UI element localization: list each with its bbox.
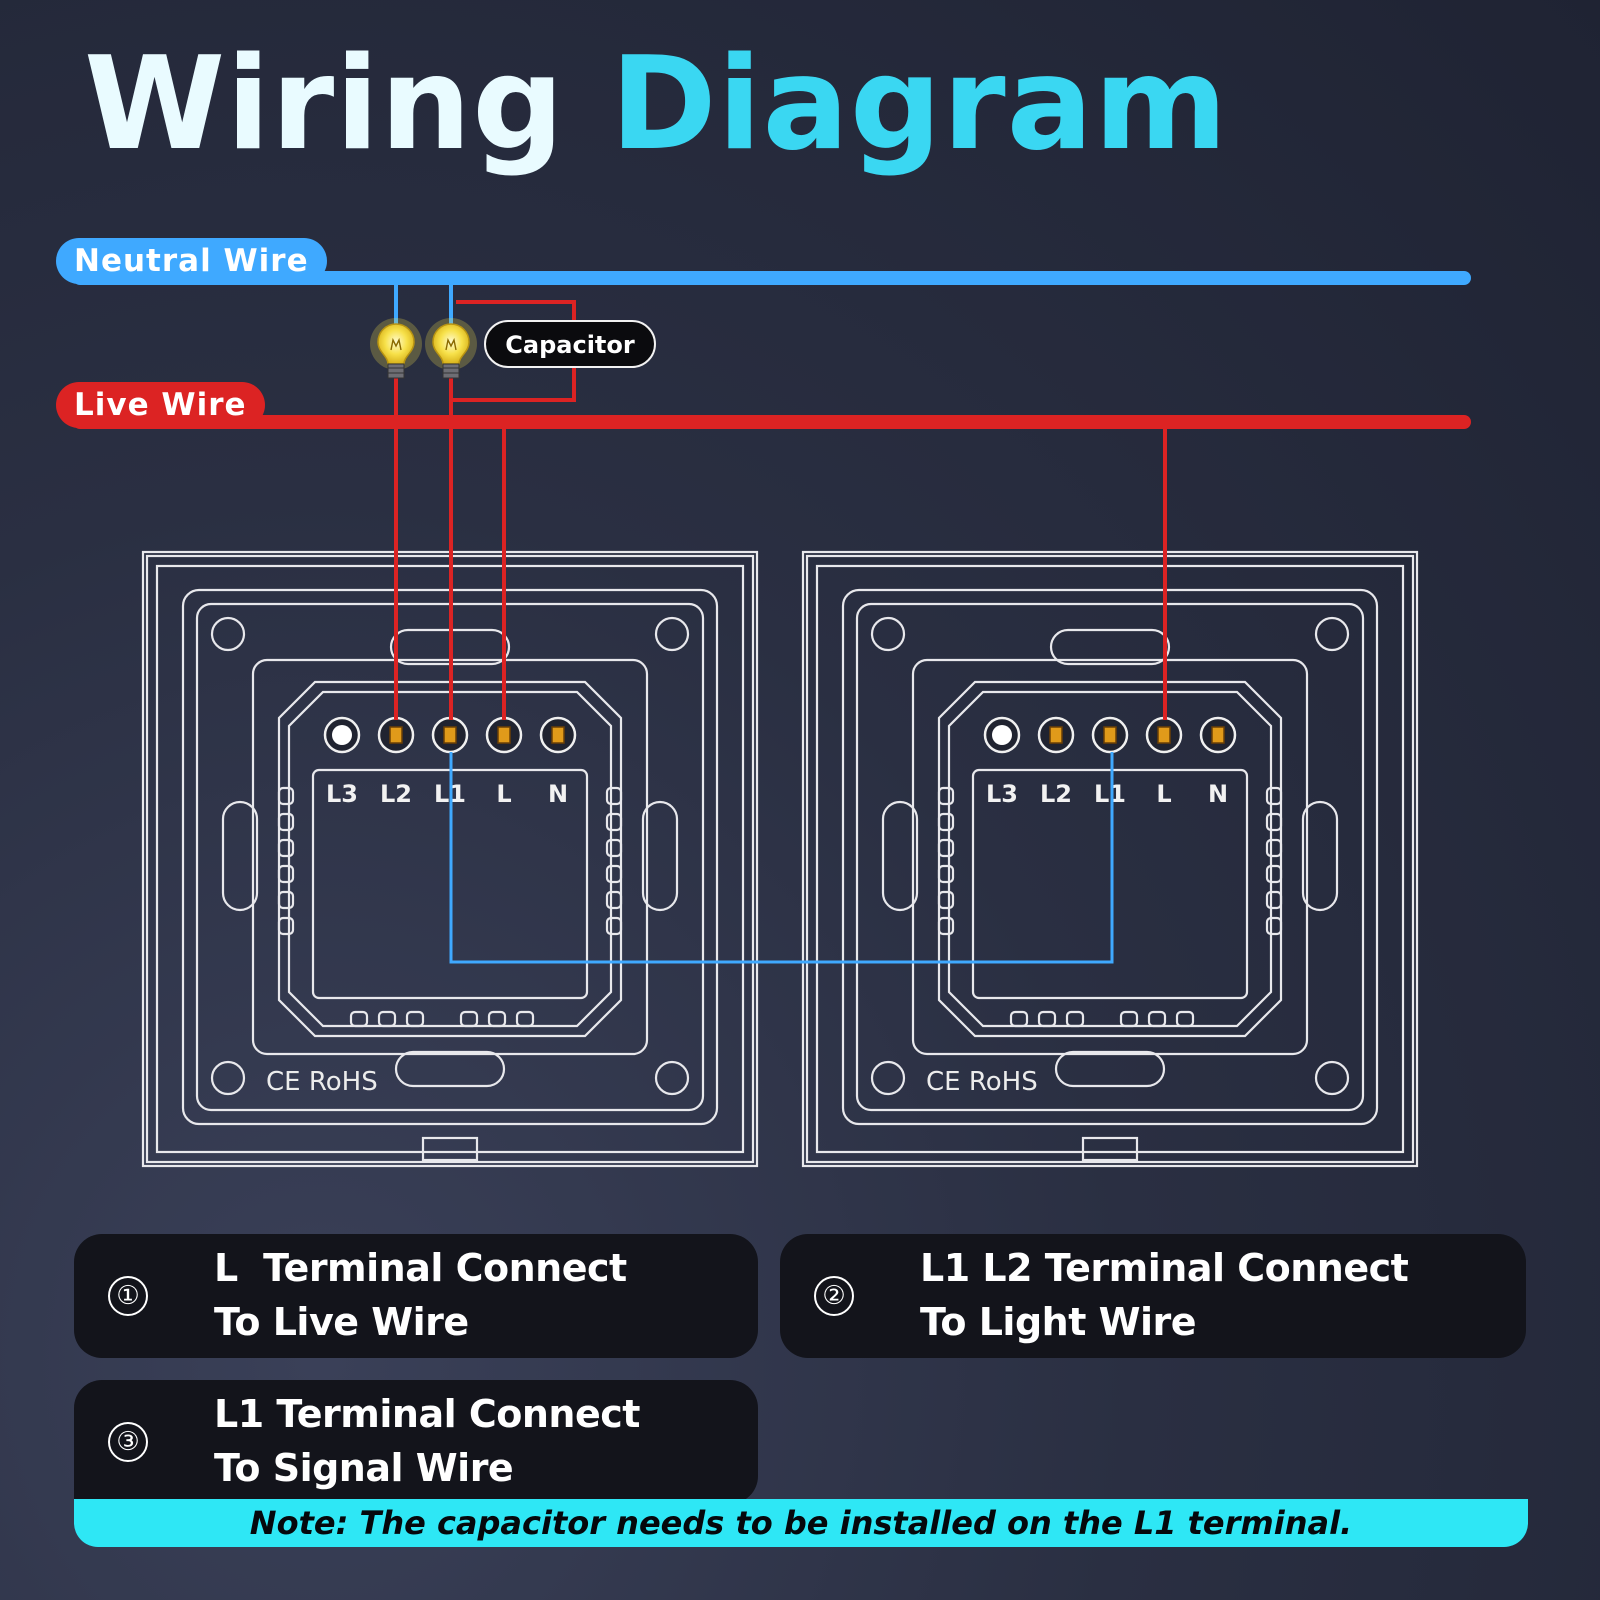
- switch-2-module-outer: [911, 658, 1309, 1056]
- step-2-line-2: To Light Wire: [920, 1300, 1197, 1344]
- step-2-line-1: L1 L2 Terminal Connect: [920, 1246, 1409, 1290]
- step-number-2: ②: [814, 1276, 854, 1316]
- switch-2-screw-hole: [870, 1060, 906, 1096]
- live-wire-label: Live Wire: [56, 382, 265, 428]
- installation-note: Note: The capacitor needs to be installe…: [74, 1499, 1528, 1547]
- terminal-label-l: L: [1156, 780, 1171, 808]
- terminal-label-l2: L2: [1040, 780, 1072, 808]
- step-card-3: ③ L1 Terminal Connect To Signal Wire: [74, 1380, 758, 1504]
- step-card-1: ① L Terminal Connect To Live Wire: [74, 1234, 758, 1358]
- certification-marks: CE RoHS: [926, 1067, 1038, 1097]
- switch-1-screw-hole: [654, 616, 690, 652]
- certification-marks: CE RoHS: [266, 1067, 378, 1097]
- switch-2-screw-hole: [1314, 616, 1350, 652]
- page-title: Wiring Diagram: [84, 28, 1228, 182]
- terminal-contact: [497, 726, 511, 744]
- switch-2-slot-left: [881, 800, 919, 912]
- switch-2-inner-plate-2: [855, 602, 1365, 1112]
- switch-2-bottom-clip: [1081, 1136, 1139, 1162]
- terminal-label-l3: L3: [326, 780, 358, 808]
- switch-2-teeth-bottom: [1009, 1010, 1195, 1028]
- terminal-label-n: N: [1208, 780, 1228, 808]
- switch-2-slot-top: [1049, 628, 1171, 666]
- terminal-label-n: N: [548, 780, 568, 808]
- switch-2-label-window: [971, 768, 1249, 1000]
- switch-1-slot-right: [641, 800, 679, 912]
- switch-1-teeth-right: [605, 786, 623, 936]
- terminal-contact: [1157, 726, 1171, 744]
- terminal-contact: [1211, 726, 1225, 744]
- terminal-screw-head: [332, 725, 352, 745]
- switch-2-plate: [815, 564, 1405, 1154]
- step-3-line-1: L1 Terminal Connect: [214, 1392, 640, 1436]
- terminal-contact: [389, 726, 403, 744]
- switch-2-slot-bottom: [1054, 1050, 1166, 1088]
- switch-1-terminals: [323, 716, 577, 754]
- switch-2-slot-right: [1301, 800, 1339, 912]
- terminal-contact: [1049, 726, 1063, 744]
- switch-panel-1: [141, 550, 759, 1168]
- step-card-2: ② L1 L2 Terminal Connect To Light Wire: [780, 1234, 1526, 1358]
- switch-2-teeth-right: [1265, 786, 1283, 936]
- light-bulb-icon: [370, 318, 422, 379]
- switch-1-teeth-left: [277, 786, 295, 936]
- switch-1-slot-bottom: [394, 1050, 506, 1088]
- switch-2-module-body: [937, 680, 1283, 1038]
- switch-1-teeth-bottom: [349, 1010, 535, 1028]
- switch-2-teeth-left: [937, 786, 955, 936]
- terminal-contact: [1103, 726, 1117, 744]
- title-word-diagram: Diagram: [610, 30, 1229, 179]
- step-1-line-1: L Terminal Connect: [214, 1246, 627, 1290]
- neutral-wire-label: Neutral Wire: [56, 238, 327, 284]
- terminal-label-l: L: [496, 780, 511, 808]
- terminal-contact: [551, 726, 565, 744]
- terminal-label-l3: L3: [986, 780, 1018, 808]
- switch-1-module-body: [277, 680, 623, 1038]
- terminal-label-l2: L2: [380, 780, 412, 808]
- terminal-label-l1: L1: [1094, 780, 1126, 808]
- signal-wire: [449, 752, 1114, 964]
- switch-2-screw-hole: [870, 616, 906, 652]
- switch-panel-2: [801, 550, 1419, 1168]
- switch-1-screw-hole: [654, 1060, 690, 1096]
- switch-1-slot-left: [221, 800, 259, 912]
- capacitor-label: Capacitor: [484, 320, 656, 368]
- step-1-line-2: To Live Wire: [214, 1300, 469, 1344]
- switch-2-frame-inner: [805, 554, 1415, 1164]
- terminal-screw-head: [992, 725, 1012, 745]
- switch-2-frame-outer: [801, 550, 1419, 1168]
- terminal-contact: [443, 726, 457, 744]
- light-bulb-icon: [425, 318, 477, 379]
- switch-2-inner-plate: [841, 588, 1379, 1126]
- switch-2-screw-hole: [1314, 1060, 1350, 1096]
- switch-1-screw-hole: [210, 616, 246, 652]
- switch-2-terminals: [983, 716, 1237, 754]
- step-3-line-2: To Signal Wire: [214, 1446, 514, 1490]
- switch-1-screw-hole: [210, 1060, 246, 1096]
- title-word-wiring: Wiring: [84, 30, 565, 179]
- step-number-3: ③: [108, 1422, 148, 1462]
- switch-1-bottom-clip: [421, 1136, 479, 1162]
- step-number-1: ①: [108, 1276, 148, 1316]
